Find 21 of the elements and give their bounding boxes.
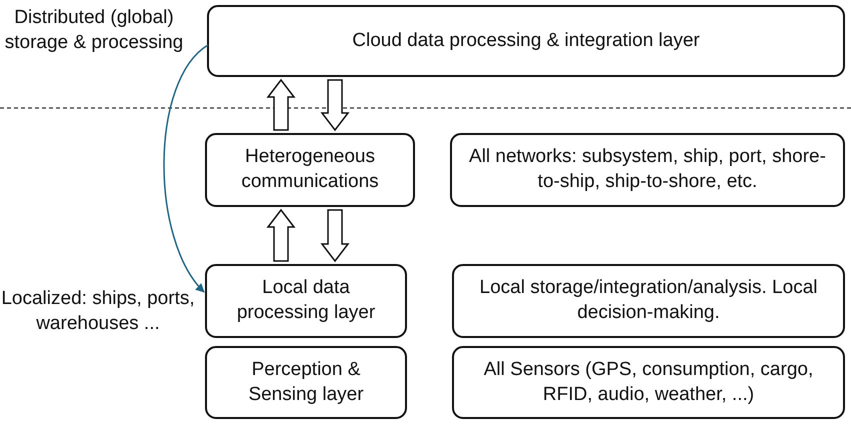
layer-box	[205, 264, 407, 338]
box-label: Perception & Sensing layer	[247, 358, 365, 406]
box-label: Local data processing layer	[236, 276, 376, 325]
box-label: Heterogeneous communications	[240, 145, 380, 194]
side-label: Distributed (global) storage & processing	[4, 6, 184, 55]
layer-box	[450, 133, 845, 207]
box-label: All Sensors (GPS, consumption, cargo, RFID, audio, weather, ...)	[482, 358, 814, 406]
layer-box	[452, 264, 845, 338]
layer-box	[205, 133, 415, 207]
curved-arrow	[163, 44, 208, 293]
block-arrow	[320, 79, 350, 132]
layer-box	[207, 5, 845, 77]
side-label: Localized: ships, ports, warehouses ...	[0, 287, 196, 336]
box-label: Cloud data processing & integration layer	[352, 28, 700, 53]
box-label: Local storage/integration/analysis. Local decision-making.	[478, 276, 818, 325]
box-label: All networks: subsystem, ship, port, shore-to-ship, ship-to-shore, etc.	[468, 145, 827, 194]
block-arrow	[266, 78, 296, 131]
block-arrow	[266, 208, 296, 262]
block-arrow	[320, 209, 350, 262]
layer-box	[452, 346, 845, 419]
layer-box	[205, 346, 407, 419]
